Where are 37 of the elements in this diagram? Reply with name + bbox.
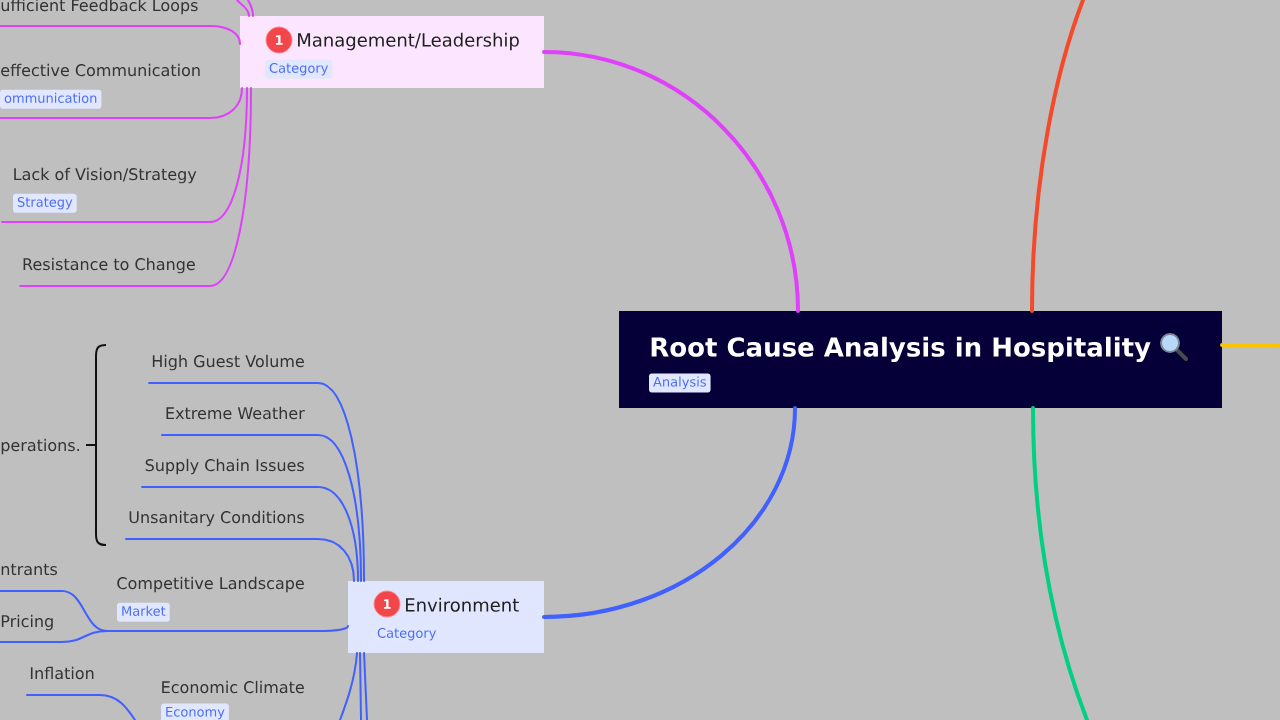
- connector: [0, 25, 241, 45]
- topic-text: Extreme Weather: [166, 406, 305, 420]
- topic-text: effective Communication: [1, 63, 200, 77]
- topic-text: Economic Climate: [162, 680, 304, 694]
- connector: [247, 0, 254, 17]
- connector: [1, 87, 248, 223]
- connector: [125, 538, 355, 582]
- connector: [19, 87, 252, 287]
- topic-text: High Guest Volume: [152, 354, 304, 371]
- connector: [339, 652, 358, 720]
- connector: [236, 0, 250, 17]
- summary-text: perations.: [1, 438, 79, 455]
- connector: [1030, 0, 1085, 313]
- connector: [161, 434, 362, 582]
- connector: [1220, 343, 1280, 347]
- topic-text: Unsanitary Conditions: [129, 510, 304, 527]
- topic-text: Pricing: [1, 614, 53, 631]
- number-badge: 1: [373, 590, 401, 618]
- topic-text: Competitive Landscape: [117, 576, 304, 593]
- connector: [26, 694, 136, 720]
- number-badge: 1: [265, 26, 293, 54]
- connector: [106, 625, 349, 632]
- topic-text: ntrants: [1, 563, 58, 576]
- connector: [363, 652, 368, 720]
- tag-label: Analysis: [649, 373, 711, 393]
- connector: [141, 486, 359, 582]
- topic-text: Inflation: [30, 666, 94, 680]
- connector: [0, 630, 108, 643]
- connector: [1031, 406, 1089, 720]
- topic-text: Resistance to Change: [23, 257, 195, 274]
- connector: [359, 652, 362, 720]
- topic-text: Lack of Vision/Strategy: [14, 167, 197, 184]
- connector: [148, 382, 365, 582]
- tag-label: Economy: [161, 703, 229, 720]
- connector: [0, 87, 243, 119]
- connector: [542, 50, 800, 313]
- topic-text: Supply Chain Issues: [145, 458, 304, 475]
